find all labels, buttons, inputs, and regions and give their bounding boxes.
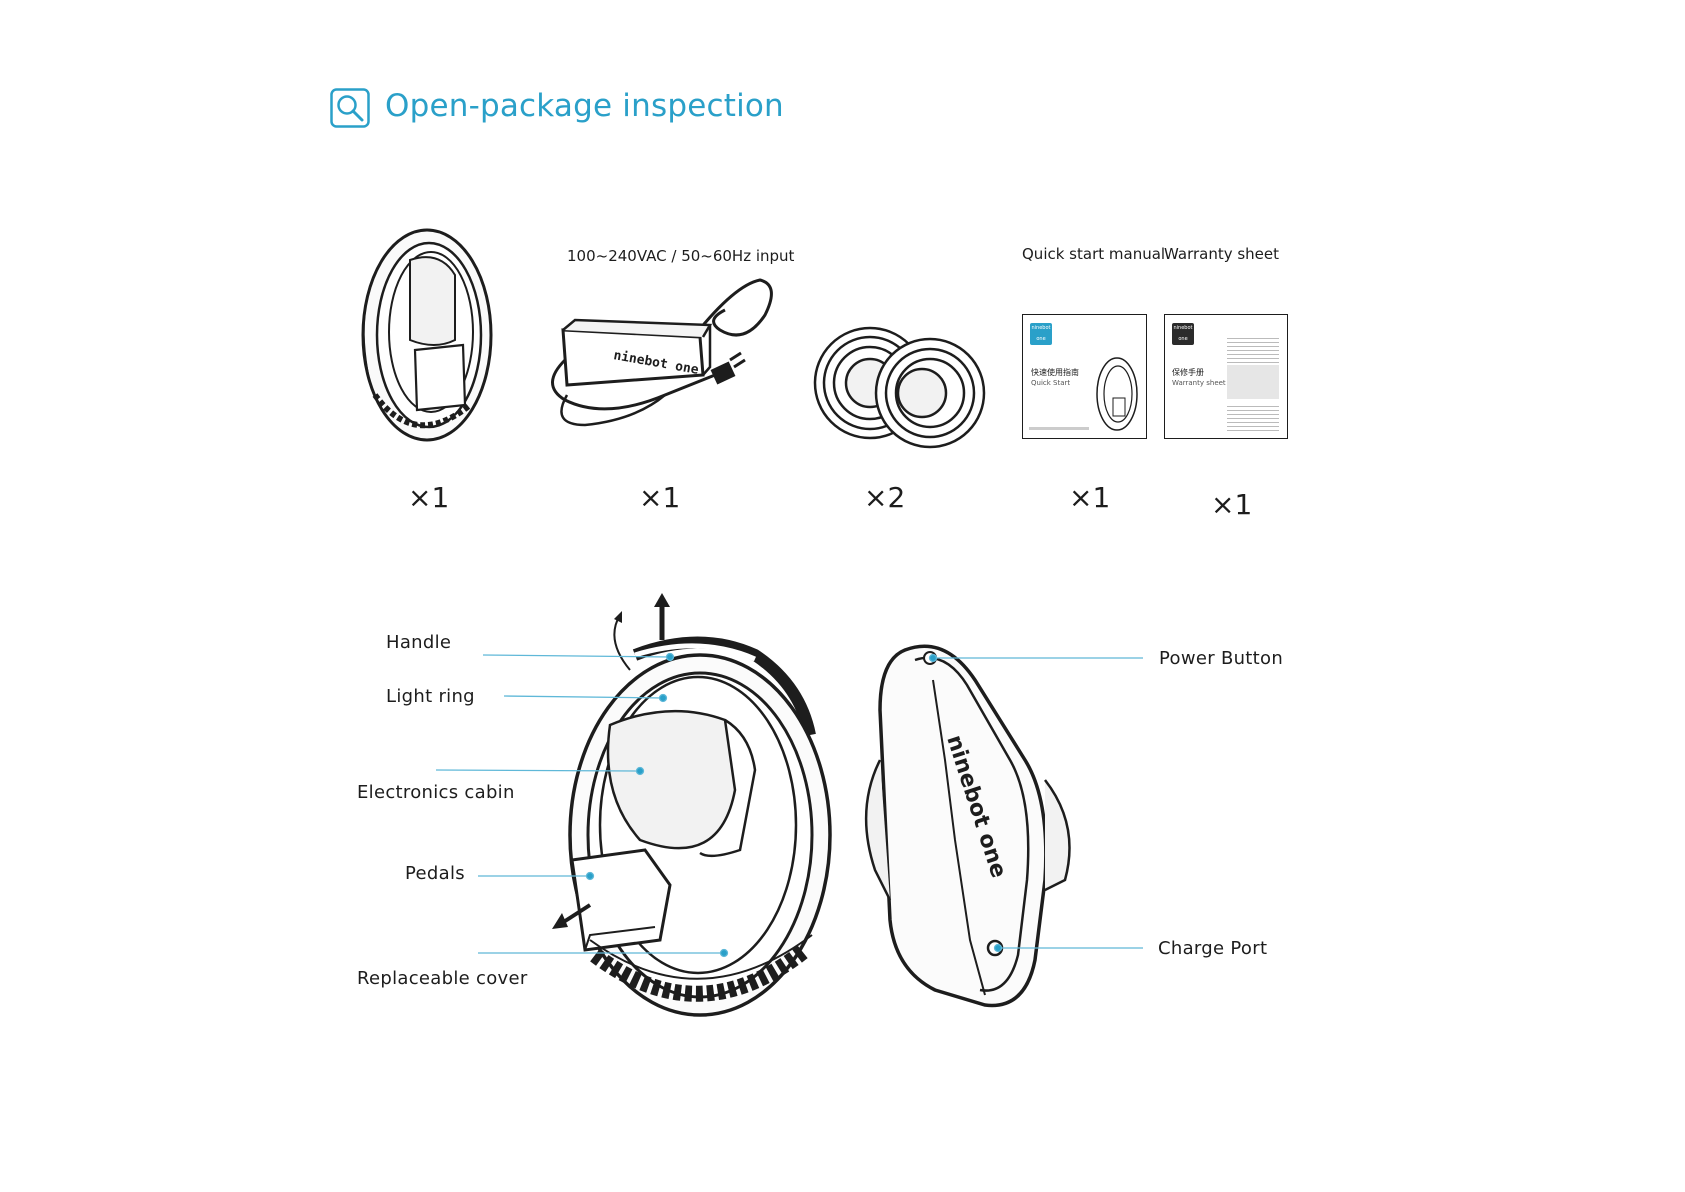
callout-light-ring: Light ring [386, 686, 475, 707]
callout-handle: Handle [386, 632, 451, 653]
callout-electronics-cabin: Electronics cabin [357, 782, 515, 803]
callout-pedals: Pedals [405, 863, 465, 884]
callout-replaceable-cover: Replaceable cover [357, 968, 528, 989]
callout-power-button: Power Button [1159, 648, 1283, 669]
callout-charge-port: Charge Port [1158, 938, 1267, 959]
